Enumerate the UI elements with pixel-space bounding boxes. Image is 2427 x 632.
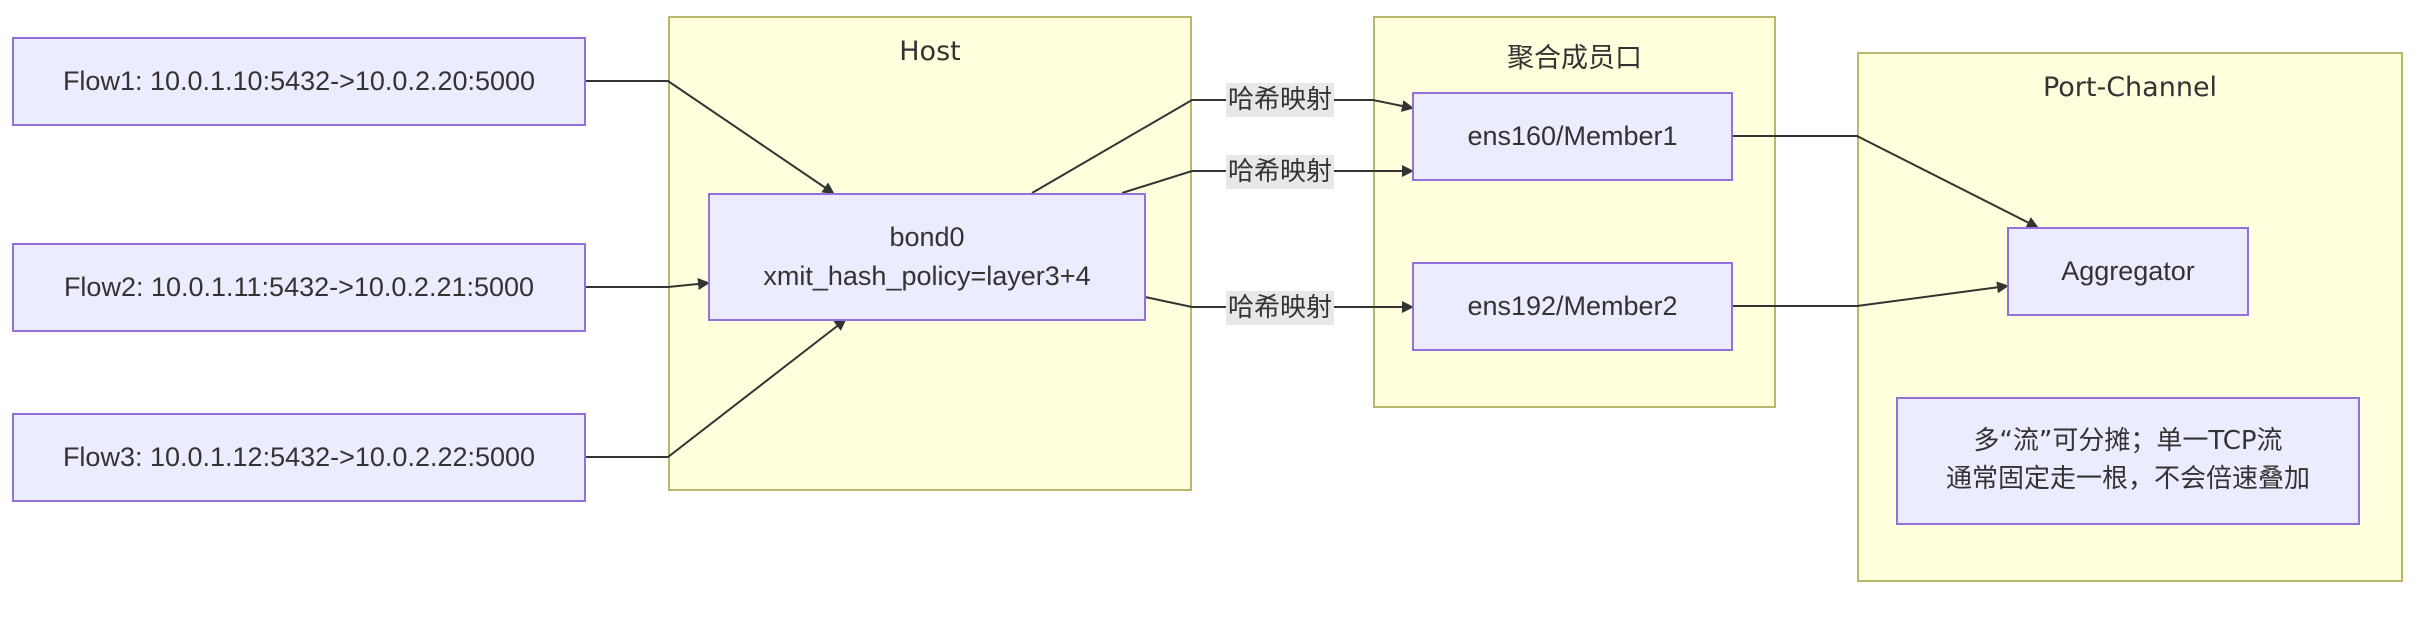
edge-bond0-to-member1-a: [1031, 99, 1414, 194]
edge-label-hash-1: 哈希映射: [1226, 83, 1335, 117]
node-bond0-policy: xmit_hash_policy=layer3+4: [763, 261, 1091, 291]
node-bond0-name: bond0: [889, 221, 965, 252]
node-note-line1: 多“流”可分摊；单一TCP流: [1973, 426, 2283, 457]
node-flow3: Flow3: 10.0.1.12:5432->10.0.2.22:5000: [12, 413, 586, 502]
cluster-port-channel-title: Port-Channel: [2042, 72, 2218, 103]
node-bond0: bond0 xmit_hash_policy=layer3+4: [708, 193, 1146, 321]
node-flow3-label: Flow3: 10.0.1.12:5432->10.0.2.22:5000: [62, 441, 536, 472]
node-flow1: Flow1: 10.0.1.10:5432->10.0.2.20:5000: [12, 37, 586, 126]
edge-flow3-to-bond0: [585, 318, 847, 458]
node-flow2-label: Flow2: 10.0.1.11:5432->10.0.2.21:5000: [63, 271, 535, 302]
edge-flow2-to-bond0: [585, 278, 710, 290]
edge-member2-to-aggregator: [1733, 281, 2009, 307]
node-note-line2: 通常固定走一根，不会倍速叠加: [1945, 464, 2310, 494]
cluster-member-ports-title: 聚合成员口: [1507, 43, 1642, 74]
node-member2: ens192/Member2: [1412, 262, 1733, 351]
node-member2-label: ens192/Member2: [1467, 290, 1678, 321]
node-note: 多“流”可分摊；单一TCP流 通常固定走一根，不会倍速叠加: [1896, 397, 2360, 525]
node-member1-label: ens160/Member1: [1467, 120, 1678, 151]
edge-label-hash-3: 哈希映射: [1226, 291, 1335, 325]
edge-member1-to-aggregator: [1733, 135, 2039, 228]
node-aggregator: Aggregator: [2007, 227, 2249, 316]
edge-label-hash-2: 哈希映射: [1226, 155, 1335, 189]
node-member1: ens160/Member1: [1412, 92, 1733, 181]
node-flow2: Flow2: 10.0.1.11:5432->10.0.2.21:5000: [12, 243, 586, 332]
cluster-host-title: Host: [899, 36, 961, 67]
edge-flow1-to-bond0: [585, 80, 835, 195]
node-aggregator-label: Aggregator: [2061, 255, 2195, 286]
node-flow1-label: Flow1: 10.0.1.10:5432->10.0.2.20:5000: [62, 65, 536, 96]
